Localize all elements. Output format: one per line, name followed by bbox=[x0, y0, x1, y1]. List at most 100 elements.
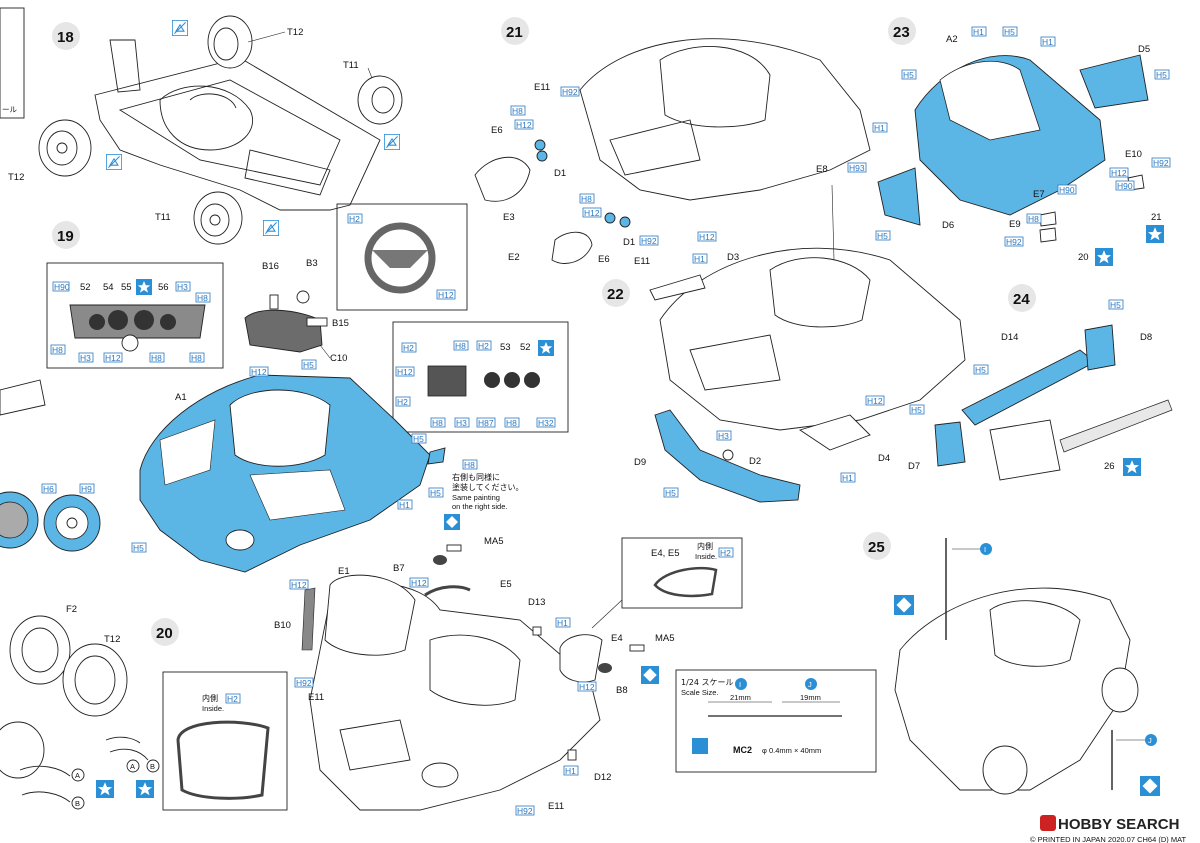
scale-size-inset bbox=[675, 669, 877, 773]
label-b7: B7 bbox=[393, 563, 405, 574]
color-h5: H5 bbox=[665, 488, 676, 498]
wheel-t11-right bbox=[357, 75, 403, 125]
floor-panel bbox=[244, 149, 331, 196]
label-e11-top: E11 bbox=[534, 82, 550, 93]
step-25: 25 I J bbox=[863, 532, 1160, 796]
color-h12: H12 bbox=[579, 682, 595, 692]
body-step-22-cockpit bbox=[769, 257, 871, 328]
color-h2: H2 bbox=[478, 341, 489, 351]
color-h90: H90 bbox=[1117, 181, 1133, 191]
label-b15: B15 bbox=[332, 318, 349, 329]
note-right-side-jp: 右側も同様に bbox=[452, 472, 500, 482]
headlight-cover-e3 bbox=[474, 156, 531, 202]
wheel-t12-left bbox=[38, 119, 92, 177]
label-t12-left: T12 bbox=[8, 172, 24, 183]
label-d1-bottom: D1 bbox=[623, 237, 635, 248]
headlight-d1 bbox=[604, 212, 616, 224]
bubble-b-letter: B bbox=[75, 799, 80, 808]
label-e5: E5 bbox=[500, 579, 512, 590]
label-b8: B8 bbox=[616, 685, 628, 696]
panel-d6 bbox=[877, 167, 921, 226]
color-h92: H92 bbox=[562, 87, 578, 97]
step-21-badge bbox=[501, 17, 529, 45]
step-23-number: 23 bbox=[893, 24, 910, 41]
color-h2: H2 bbox=[397, 397, 408, 407]
note-right-side-jp2: 塗装してください。 bbox=[452, 482, 524, 492]
bubble-j-letter: J bbox=[1148, 736, 1152, 745]
chassis-floor bbox=[94, 57, 381, 211]
color-h1: H1 bbox=[874, 123, 885, 133]
decal-diamond-icon bbox=[1140, 776, 1160, 796]
decal-56: 56 bbox=[158, 282, 169, 293]
decal-diamond-icon bbox=[444, 514, 460, 530]
engine-cover-a2-white bbox=[939, 60, 1041, 141]
label-e4: E4 bbox=[611, 633, 623, 644]
bubble-b-letter: B bbox=[150, 762, 155, 771]
color-h1: H1 bbox=[1042, 37, 1053, 47]
wheel-t12-rear-top bbox=[207, 15, 253, 69]
label-d14: D14 bbox=[1001, 332, 1018, 343]
color-h87: H87 bbox=[478, 418, 494, 428]
decal-star-icon bbox=[136, 279, 152, 295]
bubble-i-letter: I bbox=[739, 680, 741, 689]
part-ma5 bbox=[446, 544, 462, 552]
step-18: ール 18 T12 T11 T12 bbox=[0, 7, 403, 245]
headlight-cover-e2 bbox=[551, 231, 593, 264]
color-h5: H5 bbox=[877, 231, 888, 241]
color-h8: H8 bbox=[512, 106, 523, 116]
color-h5: H5 bbox=[975, 365, 986, 375]
wheel-f2 bbox=[9, 615, 71, 685]
decal-52: 52 bbox=[80, 282, 91, 293]
part-d13 bbox=[532, 626, 542, 636]
note-inside-en: Inside. bbox=[202, 704, 224, 713]
watermark: HOBBY SEARCH © PRINTED IN JAPAN 2020.07 … bbox=[1030, 815, 1187, 843]
bubble-j-letter: J bbox=[808, 680, 812, 689]
step-24: 24 D14 D8 D7 26 H5 H5 H5 bbox=[908, 284, 1173, 481]
label-t12-top: T12 bbox=[287, 27, 303, 38]
decal-star-icon bbox=[538, 340, 554, 356]
roll-hoop bbox=[109, 39, 141, 93]
color-h8: H8 bbox=[197, 293, 208, 303]
label-e11-left: E11 bbox=[308, 692, 324, 703]
no-cement-icon bbox=[263, 220, 279, 236]
label-f2: F2 bbox=[66, 604, 77, 615]
console-dial bbox=[504, 372, 520, 388]
part-e5 bbox=[424, 585, 471, 597]
label-b16: B16 bbox=[262, 261, 279, 272]
step-23: 23 A2 D5 D6 E7 E9 E10 21 20 H1 H5 H1 H5 … bbox=[872, 17, 1171, 266]
tire-band bbox=[109, 748, 149, 761]
color-h12: H12 bbox=[699, 232, 715, 242]
label-c10: C10 bbox=[330, 353, 347, 364]
gauge-dial bbox=[160, 314, 176, 330]
wheel-step-25 bbox=[982, 745, 1028, 795]
color-h92: H92 bbox=[517, 806, 533, 816]
label-t11-bottom: T11 bbox=[155, 212, 171, 223]
color-h12: H12 bbox=[1111, 168, 1127, 178]
color-h5: H5 bbox=[1156, 70, 1167, 80]
part-d2 bbox=[722, 449, 734, 461]
step-18-number: 18 bbox=[57, 29, 74, 46]
bubble-i bbox=[735, 678, 747, 690]
body-step-20-headlight bbox=[421, 762, 459, 788]
e4-e5-inset bbox=[621, 537, 743, 609]
decal-star-icon bbox=[1095, 248, 1113, 266]
body-a1-cockpit bbox=[229, 389, 331, 467]
color-h5: H5 bbox=[1004, 27, 1015, 37]
label-d13: D13 bbox=[528, 597, 545, 608]
body-step-25-cockpit bbox=[989, 600, 1081, 667]
color-h8: H8 bbox=[1028, 214, 1039, 224]
step-22-badge bbox=[602, 279, 630, 307]
mc2-icon bbox=[692, 738, 708, 754]
step-20-badge bbox=[151, 618, 179, 646]
decal-strip-26 bbox=[1059, 399, 1173, 453]
chassis-detail bbox=[189, 93, 237, 109]
step-25-badge bbox=[863, 532, 891, 560]
step-25-number: 25 bbox=[868, 539, 885, 556]
color-h90: H90 bbox=[54, 282, 70, 292]
label-d12: D12 bbox=[594, 772, 611, 783]
color-h8: H8 bbox=[432, 418, 443, 428]
body-a1-headlight bbox=[225, 529, 255, 551]
mc2-spec: φ 0.4mm × 40mm bbox=[762, 746, 821, 755]
side-vent bbox=[427, 447, 446, 465]
color-h2: H2 bbox=[403, 343, 414, 353]
